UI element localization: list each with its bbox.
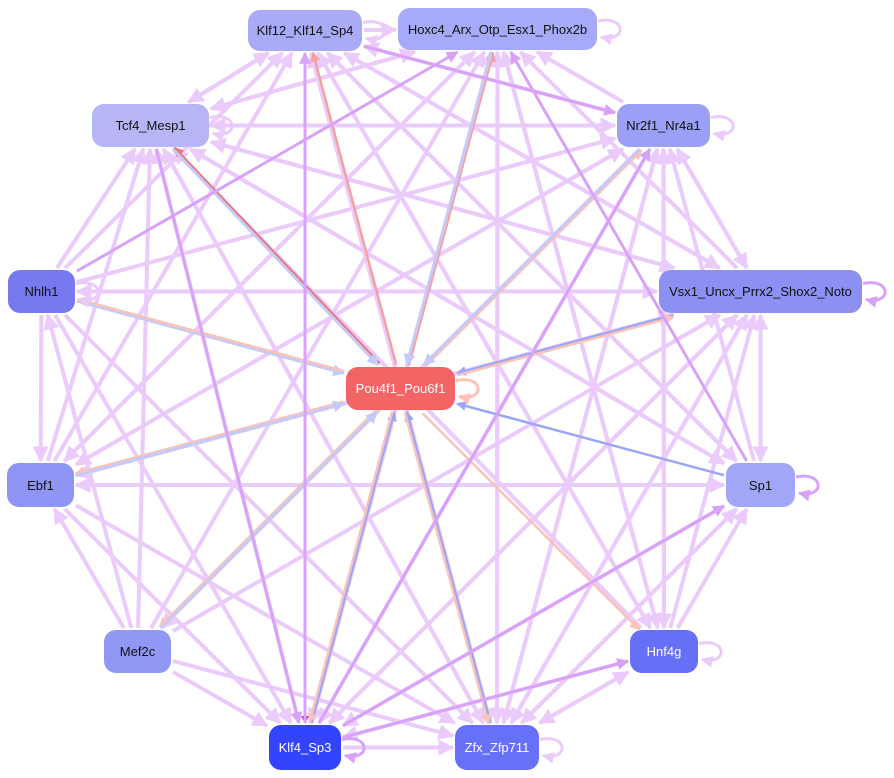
edge-nhl-to-klf4 [53,313,293,725]
edge-ebf-to-zfx [75,503,456,725]
edge-tcf-to-pou [171,147,380,367]
node-k12[interactable]: Klf12_Klf14_Sp4 [248,10,362,51]
self-loop-klf4 [341,737,366,764]
edge-sp1-to-hox [509,50,748,462]
edge-nr2-to-hox [535,50,625,104]
self-loop-zfx [539,737,564,764]
self-loop-sp1 [795,474,820,502]
edge-mef-to-ebf [52,507,126,630]
edge-pou-to-nr2 [424,149,643,368]
edge-hox-to-ebf [63,50,476,463]
self-loop-nhl [75,281,100,308]
edge-sp1-to-zfx [520,507,738,725]
node-label: Klf12_Klf14_Sp4 [256,23,354,38]
edge-pou-to-mef [158,409,377,628]
edge-pou-to-ebf [74,400,344,477]
edge-ebf-to-pou [75,400,346,477]
edge-zfx-to-tcf [161,147,486,724]
node-label: Klf4_Sp3 [278,740,332,755]
edge-mef-to-pou [159,410,379,630]
node-ebf[interactable]: Ebf1 [7,463,74,507]
node-klf4[interactable]: Klf4_Sp3 [269,725,341,770]
edge-nr2-to-pou [422,147,642,367]
edge-sp1-to-tcf [188,147,726,466]
node-label: Nhlh1 [24,284,59,299]
edge-hnf-to-zfx [538,670,629,725]
edge-hox-to-pou [403,51,493,367]
node-zfx[interactable]: Zfx_Zfp711 [455,725,539,770]
node-label: Mef2c [119,644,156,659]
edge-pou-to-hox [407,51,496,366]
edge-tcf-to-klf4 [154,148,303,725]
node-nhl[interactable]: Nhlh1 [8,270,75,313]
node-nr2[interactable]: Nr2f1_Nr4a1 [617,104,710,147]
edge-k12-to-tcf [187,51,270,104]
edge-vsx-to-tcf [209,138,675,270]
edge-nhl-to-pou [76,299,346,377]
self-loop-vsx [862,281,887,308]
node-label: Zfx_Zfp711 [464,740,530,755]
node-label: Pou4f1_Pou6f1 [355,381,446,396]
edge-pou-to-tcf [173,146,381,365]
edge-hox-to-tcf [209,50,416,113]
edge-pou-to-zfx [403,412,491,725]
edge-pou-to-nhl [76,296,345,373]
edge-nr2-to-ebf [74,147,624,467]
node-pou[interactable]: Pou4f1_Pou6f1 [346,367,455,410]
edge-klf4-to-hnf [342,658,630,739]
edge-sp1-to-pou [456,401,725,477]
self-loop-nr2 [710,115,735,142]
edge-vsx-to-pou [456,313,674,376]
self-loop-pou [455,378,480,405]
edge-mef-to-klf4 [172,670,269,728]
edge-pou-to-klf4 [307,411,394,724]
node-tcf[interactable]: Tcf4_Mesp1 [92,104,209,147]
edge-zfx-to-pou [404,411,492,724]
edge-nhl-to-hox [76,50,459,273]
edge-pou-to-vsx [457,314,675,377]
node-label: Hnf4g [646,644,682,659]
self-loop-hox [597,18,622,46]
node-label: Nr2f1_Nr4a1 [626,118,701,133]
node-hox[interactable]: Hoxc4_Arx_Otp_Esx1_Phox2b [398,8,597,50]
edge-hnf-to-k12 [316,51,653,630]
node-label: Tcf4_Mesp1 [115,118,186,133]
edge-mef-to-hox [149,50,486,630]
node-label: Vsx1_Uncx_Prrx2_Shox2_Noto [669,284,852,299]
self-loop-tcf [209,115,234,142]
node-sp1[interactable]: Sp1 [726,463,795,507]
edge-pou-to-hnf [421,412,640,631]
edge-mef-to-zfx [172,659,455,740]
edge-klf4-to-sp1 [342,504,726,727]
node-mef[interactable]: Mef2c [104,630,171,673]
edge-klf4-to-pou [310,411,397,724]
edge-nr2-to-vsx [675,147,749,270]
self-loop-k12 [362,20,387,47]
edge-nhl-to-tcf [55,147,137,270]
node-vsx[interactable]: Vsx1_Uncx_Prrx2_Shox2_Noto [659,270,862,313]
node-hnf[interactable]: Hnf4g [630,630,698,673]
node-label: Ebf1 [27,477,54,493]
node-label: Hoxc4_Arx_Otp_Esx1_Phox2b [407,21,588,37]
self-loop-hnf [698,641,723,668]
edge-nhl-to-ebf [32,314,49,463]
edge-klf4-to-nr2 [317,147,652,724]
edge-nhl-to-nr2 [76,134,617,284]
edge-pou-to-k12 [310,51,398,365]
edge-hnf-to-sp1 [675,507,749,630]
edge-k12-to-nr2 [363,44,617,116]
node-label: Sp1 [748,477,773,493]
